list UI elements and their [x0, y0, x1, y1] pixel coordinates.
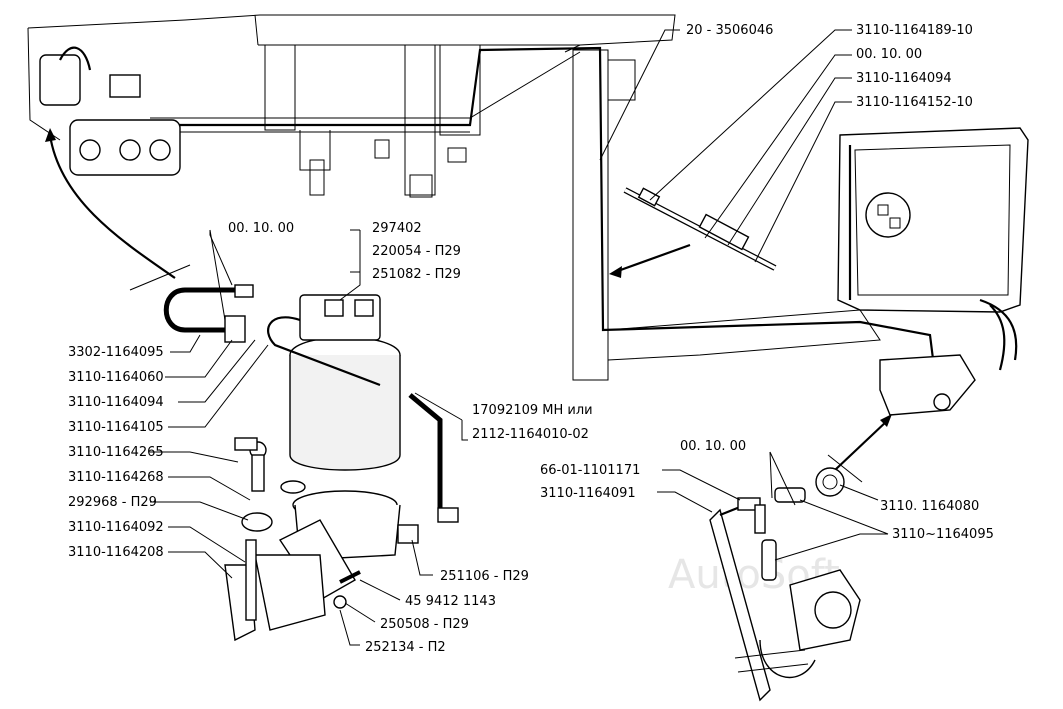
label-3110-1164060: 3110-1164060 — [68, 370, 164, 385]
fuel-line-detail — [623, 187, 777, 271]
fuel-filter — [163, 284, 459, 523]
label-3110-1164265: 3110-1164265 — [68, 445, 164, 460]
engine-fuel-rail — [39, 46, 181, 176]
label-3110-1164092: 3110-1164092 — [68, 520, 164, 535]
filter-bracket — [224, 437, 419, 642]
label-3110-1164105: 3110-1164105 — [68, 420, 164, 435]
label-3110-1164080: 3110. 1164080 — [880, 499, 979, 514]
label-251082: 251082 - П29 — [372, 267, 461, 282]
labels: 00. 10. 00 297402 220054 - П29 251082 - … — [68, 23, 994, 655]
label-3110-1164152: 3110-1164152-10 — [856, 95, 973, 110]
label-297402: 297402 — [372, 221, 422, 236]
arrow-fuel-line — [614, 243, 691, 274]
label-3110-1164091: 3110-1164091 — [540, 486, 636, 501]
label-001010-top-right: 00. 10. 00 — [856, 47, 922, 62]
label-251106: 251106 - П29 — [440, 569, 529, 584]
label-250508: 250508 - П29 — [380, 617, 469, 632]
vehicle-frame — [27, 14, 937, 381]
arrow-to-engine — [48, 134, 176, 279]
arrow-to-tank — [834, 419, 889, 471]
label-459412: 45 9412 1143 — [405, 594, 496, 609]
label-66-01-1101171: 66-01-1101171 — [540, 463, 640, 478]
label-17092109: 17092109 МН или — [472, 403, 593, 418]
label-3110-1164189: 3110-1164189-10 — [856, 23, 973, 38]
filler-neck-assembly — [709, 467, 861, 702]
label-3110-1164268: 3110-1164268 — [68, 470, 164, 485]
label-3110-1164095-right: 3110~1164095 — [892, 527, 994, 542]
label-220054: 220054 - П29 — [372, 244, 461, 259]
fuel-tank — [837, 127, 1029, 416]
label-3302-1164095: 3302-1164095 — [68, 345, 164, 360]
label-292968: 292968 - П29 — [68, 495, 157, 510]
label-3110-1164094-right: 3110-1164094 — [856, 71, 952, 86]
label-001010-left: 00. 10. 00 — [228, 221, 294, 236]
label-001010-bottom-right: 00. 10. 00 — [680, 439, 746, 454]
label-2112-1164010: 2112-1164010-02 — [472, 427, 589, 442]
label-3110-1164094-left: 3110-1164094 — [68, 395, 164, 410]
label-3110-1164208: 3110-1164208 — [68, 545, 164, 560]
label-252134: 252134 - П2 — [365, 640, 446, 655]
label-20-3506046: 20 - 3506046 — [686, 23, 773, 38]
leader-lines — [150, 29, 889, 646]
